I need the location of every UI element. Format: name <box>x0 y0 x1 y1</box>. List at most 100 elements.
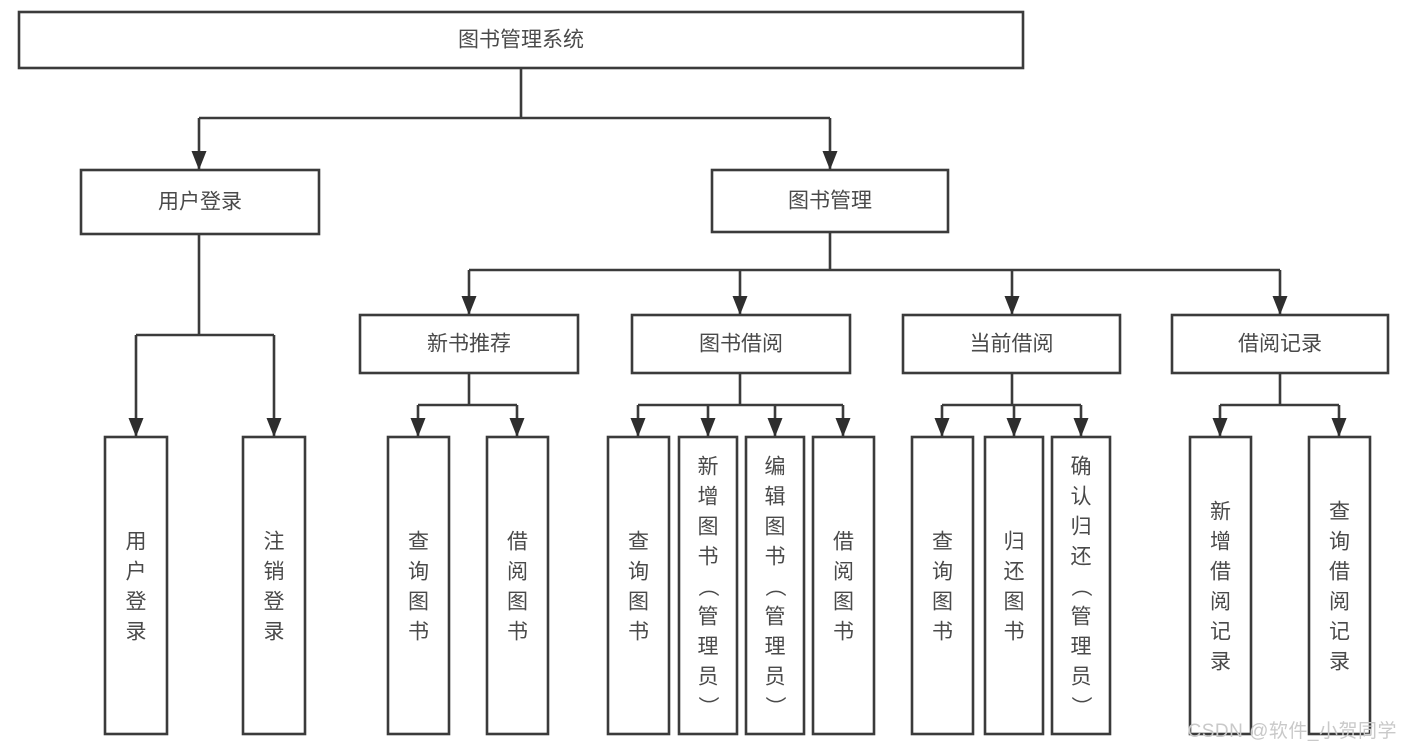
node-label-char: 图 <box>507 591 528 614</box>
level3-box[interactable] <box>630 313 852 375</box>
node-label-char: 借 <box>1329 561 1350 584</box>
node-label-char: ） <box>696 696 719 717</box>
arrow-head-icon <box>509 418 525 437</box>
node-label-char: 录 <box>264 621 285 644</box>
level2-box[interactable] <box>710 168 950 234</box>
node-label: 当前借阅 <box>970 333 1054 356</box>
leaf-box[interactable] <box>386 435 451 736</box>
root-box[interactable] <box>17 10 1025 70</box>
node-label-char: （ <box>1069 576 1092 597</box>
node-label-char: 书 <box>698 546 719 569</box>
leaf-box[interactable] <box>744 435 806 736</box>
node-图书管理系统[interactable]: 图书管理系统 <box>17 10 1025 70</box>
node-label-char: 员 <box>765 666 786 689</box>
node-label-char: 增 <box>1210 531 1231 554</box>
arrow-head-icon <box>410 418 426 437</box>
node-label: 图书管理系统 <box>458 29 584 52</box>
arrow-head-icon <box>191 151 207 170</box>
node-label-char: 增 <box>698 486 719 509</box>
connector-layer <box>128 68 1347 437</box>
node-label-char: 登 <box>264 591 285 614</box>
leaf-box[interactable] <box>241 435 307 736</box>
node-label-char: 书 <box>628 621 649 644</box>
node-借阅记录[interactable]: 借阅记录 <box>1170 313 1390 375</box>
node-label-char: 新 <box>1210 501 1231 524</box>
arrow-head-icon <box>1272 296 1288 315</box>
node-label-char: 图 <box>408 591 429 614</box>
node-新书推荐[interactable]: 新书推荐 <box>358 313 580 375</box>
node-label-char: 阅 <box>1210 591 1231 614</box>
node-label-char: 户 <box>126 561 147 584</box>
node-label-char: 图 <box>1004 591 1025 614</box>
node-label-char: （ <box>763 576 786 597</box>
node-label-char: 认 <box>1071 486 1092 509</box>
node-label-char: 员 <box>1071 666 1092 689</box>
arrow-head-icon <box>266 418 282 437</box>
node-label-char: 记 <box>1329 621 1350 644</box>
node-label-char: 管 <box>765 606 786 629</box>
node-label-char: 录 <box>1329 651 1350 674</box>
leaf-box[interactable] <box>677 435 739 736</box>
arrow-head-icon <box>934 418 950 437</box>
node-label-char: 录 <box>126 621 147 644</box>
node-图书管理[interactable]: 图书管理 <box>710 168 950 234</box>
node-label-char: ） <box>1069 696 1092 717</box>
node-label-char: 书 <box>765 546 786 569</box>
leaf-box[interactable] <box>983 435 1045 736</box>
arrow-head-icon <box>1073 418 1089 437</box>
node-label-char: 还 <box>1004 561 1025 584</box>
node-用户登录[interactable]: 用户登录 <box>103 435 169 736</box>
node-label-char: 管 <box>1071 606 1092 629</box>
node-label-char: 图 <box>765 516 786 539</box>
node-label-char: 图 <box>628 591 649 614</box>
leaf-box[interactable] <box>910 435 975 736</box>
node-label-char: 编 <box>765 456 786 479</box>
node-label-char: 注 <box>264 531 285 554</box>
node-当前借阅[interactable]: 当前借阅 <box>901 313 1122 375</box>
level2-box[interactable] <box>79 168 321 236</box>
leaf-box[interactable] <box>485 435 550 736</box>
node-label-char: 图 <box>833 591 854 614</box>
node-label-char: 图 <box>698 516 719 539</box>
node-label-char: 询 <box>932 561 953 584</box>
node-label-char: ） <box>763 696 786 717</box>
node-label-char: 书 <box>833 621 854 644</box>
node-label-char: 归 <box>1071 516 1092 539</box>
leaf-box[interactable] <box>1307 435 1372 736</box>
leaf-box[interactable] <box>1188 435 1253 736</box>
level3-box[interactable] <box>1170 313 1390 375</box>
level3-box[interactable] <box>358 313 580 375</box>
node-label-char: 阅 <box>507 561 528 584</box>
node-label-char: 查 <box>628 531 649 554</box>
node-label-char: 还 <box>1071 546 1092 569</box>
leaf-box[interactable] <box>103 435 169 736</box>
node-label-char: 查 <box>1329 501 1350 524</box>
node-图书借阅[interactable]: 图书借阅 <box>630 313 852 375</box>
leaf-box[interactable] <box>1050 435 1112 736</box>
leaf-box[interactable] <box>811 435 876 736</box>
arrow-head-icon <box>1006 418 1022 437</box>
level3-box[interactable] <box>901 313 1122 375</box>
node-label: 图书管理 <box>788 190 872 213</box>
node-用户登录[interactable]: 用户登录 <box>79 168 321 236</box>
arrow-head-icon <box>461 296 477 315</box>
node-label-char: 借 <box>833 531 854 554</box>
node-label-char: 确 <box>1071 456 1092 479</box>
node-label-char: 询 <box>408 561 429 584</box>
node-label-char: 书 <box>932 621 953 644</box>
leaf-box[interactable] <box>606 435 671 736</box>
node-label-char: 新 <box>698 456 719 479</box>
